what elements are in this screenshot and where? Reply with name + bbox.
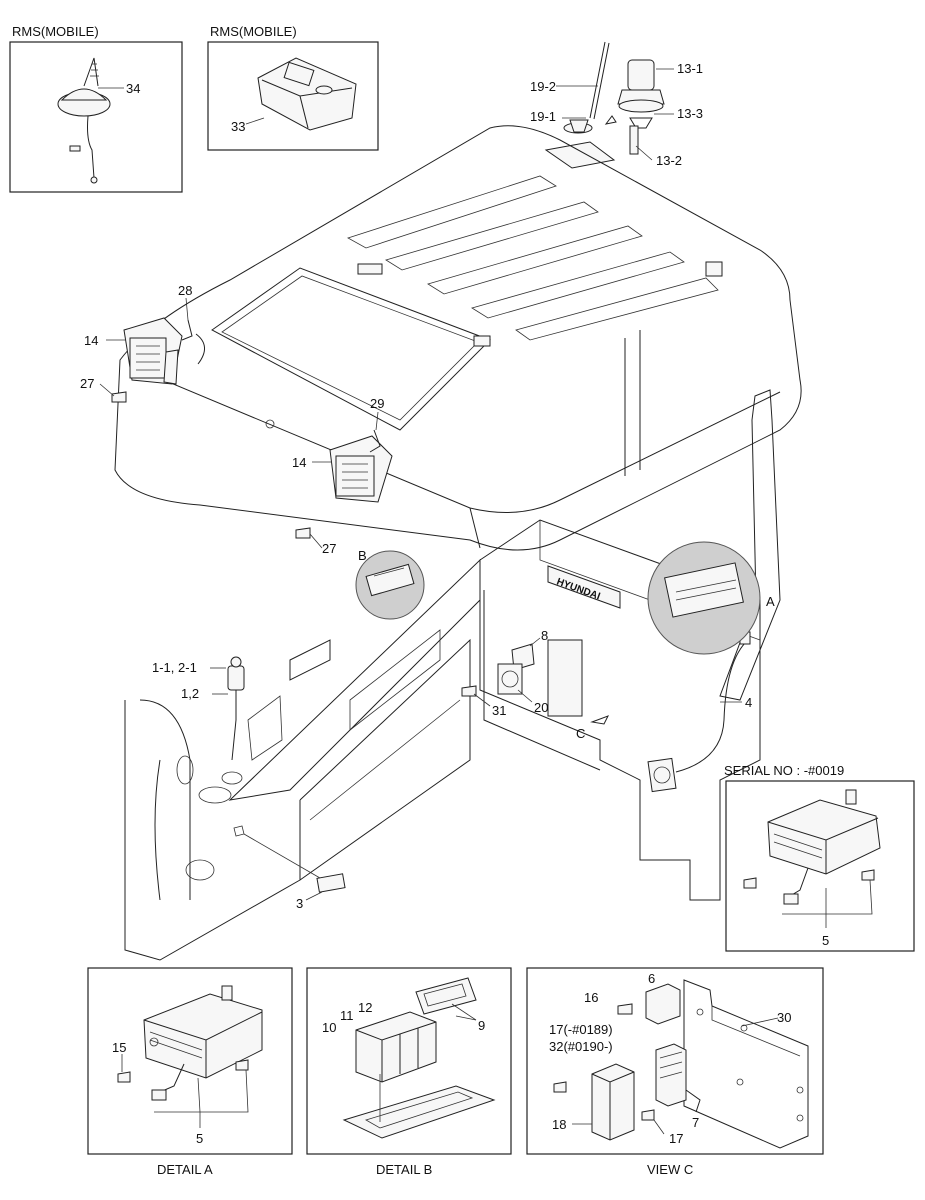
rms-right-caption: RMS(MOBILE)	[210, 24, 297, 39]
label-27-right: 27	[322, 541, 336, 556]
serial-panel: SERIAL NO : -#0019 5	[724, 763, 915, 952]
label-31: 31	[492, 703, 506, 718]
rms-antenna-panel: RMS(MOBILE) 34	[9, 24, 183, 193]
rms-left-caption: RMS(MOBILE)	[12, 24, 99, 39]
serial-caption: SERIAL NO : -#0019	[724, 763, 844, 778]
label-34: 34	[126, 81, 140, 96]
rms-antenna-part	[57, 57, 124, 184]
label-13-3: 13-3	[677, 106, 703, 121]
detail-a-caption: DETAIL A	[157, 1162, 213, 1177]
label-16: 16	[584, 990, 598, 1005]
label-32: 32(#0190-)	[549, 1039, 613, 1054]
label-10: 10	[322, 1020, 336, 1035]
detail-a-panel: 15 5 DETAIL A	[87, 967, 293, 1177]
label-13-1: 13-1	[677, 61, 703, 76]
label-9: 9	[478, 1018, 485, 1033]
label-13-2: 13-2	[656, 153, 682, 168]
label-12: 12	[358, 1000, 372, 1015]
callout-a-text: A	[766, 594, 775, 609]
detail-b-switch-part	[342, 977, 496, 1139]
callout-c-text: C	[576, 726, 585, 741]
work-lamp-right	[295, 411, 393, 549]
callout-a: A	[647, 541, 775, 655]
label-30: 30	[777, 1010, 791, 1025]
brand-plate: HYUNDAI	[547, 565, 621, 609]
view-c-panel: 6 16 30 17(-#0189) 32(#0190-) 18 7 17 VI…	[526, 967, 824, 1177]
label-27-left: 27	[80, 376, 94, 391]
callout-b-text: B	[358, 548, 367, 563]
label-33: 33	[231, 119, 245, 134]
label-4: 4	[745, 695, 752, 710]
label-1-1-2-1: 1-1, 2-1	[152, 660, 197, 675]
label-18: 18	[552, 1117, 566, 1132]
label-14-right: 14	[292, 455, 306, 470]
label-14-left: 14	[84, 333, 98, 348]
detail-a-radio-part	[117, 985, 263, 1128]
label-6: 6	[648, 971, 655, 986]
label-17-pre: 17(-#0189)	[549, 1022, 613, 1037]
label-1-2: 1,2	[181, 686, 199, 701]
detail-b-caption: DETAIL B	[376, 1162, 432, 1177]
label-7: 7	[692, 1115, 699, 1130]
label-8: 8	[541, 628, 548, 643]
work-lamp-left	[99, 297, 205, 403]
label-20: 20	[534, 700, 548, 715]
view-c-caption: VIEW C	[647, 1162, 693, 1177]
label-5-serial: 5	[822, 933, 829, 948]
beacon-and-antenna	[544, 41, 674, 169]
detail-b-panel: 12 11 10 9 DETAIL B	[306, 967, 512, 1177]
label-11: 11	[340, 1008, 354, 1023]
label-5-detail-a: 5	[196, 1131, 203, 1146]
label-17-post: 17	[669, 1131, 683, 1146]
callout-b: B	[355, 548, 425, 620]
label-3: 3	[296, 896, 303, 911]
rms-terminal-panel: RMS(MOBILE) 33	[207, 24, 379, 151]
label-28: 28	[178, 283, 192, 298]
label-19-1: 19-1	[530, 109, 556, 124]
serial-radio-part	[743, 789, 881, 928]
label-15: 15	[112, 1040, 126, 1055]
label-19-2: 19-2	[530, 79, 556, 94]
cab-interior: HYUNDAI	[124, 389, 781, 961]
rms-terminal-part	[245, 57, 357, 131]
label-29: 29	[370, 396, 384, 411]
view-c-parts	[553, 979, 809, 1149]
rms-left-frame	[9, 41, 183, 193]
cab-roof	[114, 125, 802, 551]
